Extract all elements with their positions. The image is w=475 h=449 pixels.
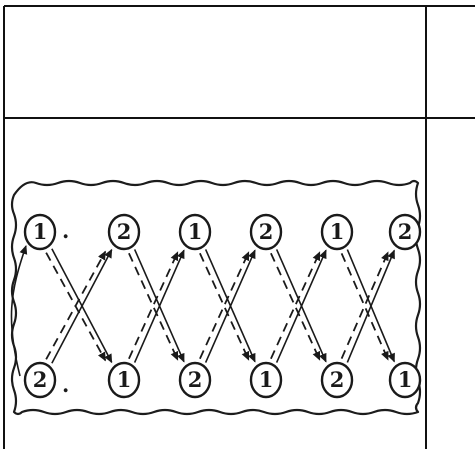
arrow-down-dashed (199, 252, 250, 361)
bottom-node: 1 (388, 361, 422, 399)
arrow-up-dashed (270, 251, 321, 360)
node-label: 1 (330, 219, 345, 244)
arrow-down-dashed (128, 252, 179, 361)
arrow-return-left (10, 245, 28, 377)
arrow-layer (10, 245, 396, 377)
node-label: 2 (33, 367, 48, 392)
node-label: 2 (398, 219, 413, 244)
node-circle (320, 361, 354, 399)
node-label: 1 (33, 219, 48, 244)
node-circle (249, 361, 283, 399)
top-row-period: . (62, 218, 69, 243)
top-node: 2 (388, 213, 422, 251)
node-circle (388, 361, 422, 399)
bottom-node: 1 (249, 361, 283, 399)
bottom-row-period: . (62, 372, 69, 397)
arrow-up-solid (133, 249, 185, 363)
node-circle (107, 361, 141, 399)
node-circle (388, 213, 422, 251)
top-node: 2 (107, 213, 141, 251)
bottom-node: 2 (320, 361, 354, 399)
node-label: 2 (117, 219, 132, 244)
top-node: 1 (23, 213, 57, 251)
arrow-up-dashed (199, 251, 250, 360)
top-node: 2 (249, 213, 283, 251)
arrow-up-dashed (128, 251, 179, 360)
node-label: 2 (188, 367, 203, 392)
node-circle (320, 213, 354, 251)
arrow-up-solid (204, 249, 256, 363)
arrow-down-dashed (270, 252, 321, 361)
arrow-up-solid (346, 249, 396, 363)
node-circle (23, 213, 57, 251)
node-circle (178, 213, 212, 251)
node-label: 1 (259, 367, 274, 392)
node-circle (107, 213, 141, 251)
arrow-up-dashed (45, 250, 107, 360)
node-label: 1 (398, 367, 413, 392)
bottom-node: 1 (107, 361, 141, 399)
node-label: 2 (259, 219, 274, 244)
arrow-up-solid (275, 249, 327, 363)
arrow-up-dashed (340, 251, 389, 359)
bottom-node: 2 (178, 361, 212, 399)
node-circle (178, 361, 212, 399)
bottom-node: 2 (23, 361, 57, 399)
node-label: 1 (188, 219, 203, 244)
node-circle (23, 361, 57, 399)
node-label: 1 (117, 367, 132, 392)
node-circle (249, 213, 283, 251)
node-label: 2 (330, 367, 345, 392)
top-node: 1 (320, 213, 354, 251)
arrow-up-solid (51, 248, 113, 364)
wavy-enclosure (10, 179, 422, 416)
arrow-down-dashed (340, 253, 389, 361)
node-layer: 1 2 1 2 1 2 2 1 2 1 2 1 (23, 213, 422, 399)
top-node: 1 (178, 213, 212, 251)
